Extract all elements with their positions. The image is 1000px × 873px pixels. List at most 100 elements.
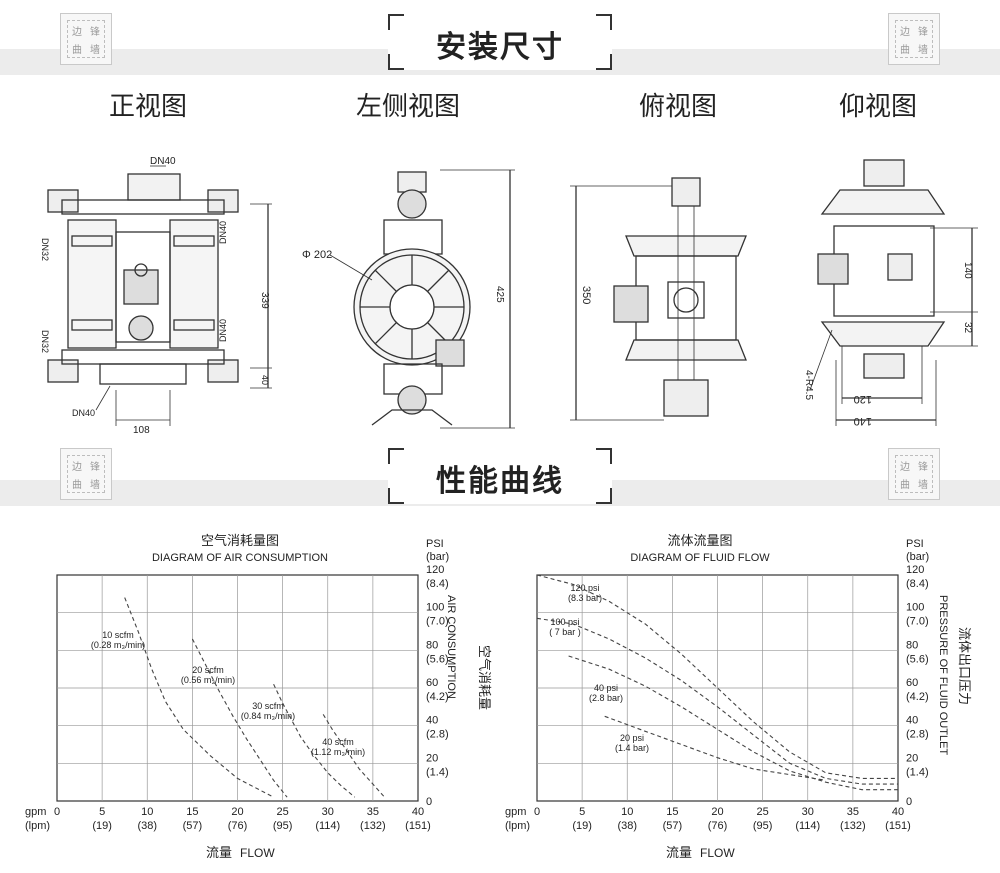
y-tick-label: 100 xyxy=(906,602,924,614)
x-tick-label: 5 xyxy=(99,806,105,818)
x-tick-label-lpm: (151) xyxy=(885,820,911,832)
series-label-sub: (0.84 m₃/min) xyxy=(241,711,295,721)
series-label-sub: ( 7 bar ) xyxy=(549,627,581,637)
decor-char: 边 xyxy=(900,461,910,473)
dim-bottom-w2: 140 xyxy=(854,415,872,427)
decor-char: 锋 xyxy=(90,26,100,38)
y-tick-label-bar: (1.4) xyxy=(426,766,449,778)
dim-bottom-holes: 4-R4.5 xyxy=(803,370,814,400)
y-tick-label: 60 xyxy=(426,677,438,689)
chart-title-cn: 空气消耗量图 xyxy=(201,533,279,548)
series-label: 120 psi xyxy=(570,583,599,593)
chart-title: DIAGRAM OF AIR CONSUMPTION xyxy=(152,552,328,564)
y-tick-label-bar: (7.0) xyxy=(426,616,449,628)
series-label-sub: (0.56 m₃/min) xyxy=(181,675,235,685)
dim-left-height: 425 xyxy=(494,286,505,303)
series-label: 40 scfm xyxy=(322,737,354,747)
bottom-view-drawing xyxy=(809,159,978,426)
x-axis-label: FLOW xyxy=(700,846,735,860)
decor-stamp-right-bottom: 边锋曲墙 xyxy=(888,448,940,500)
y-tick-label-bar: (8.4) xyxy=(426,578,449,590)
view-title-left: 左侧视图 xyxy=(355,92,460,122)
side-axis-label-cn: 空气消耗量 xyxy=(477,645,492,710)
decor-char: 边 xyxy=(72,461,82,473)
series-label-sub: (2.8 bar) xyxy=(589,693,623,703)
view-title-bottom: 仰视图 xyxy=(838,92,917,122)
frame-corner xyxy=(596,488,612,504)
dim-front-dn-top: DN40 xyxy=(150,156,176,167)
x-tick-label-lpm: (132) xyxy=(360,820,386,832)
x-unit-label: gpm xyxy=(505,806,526,818)
x-tick-label-lpm: (38) xyxy=(617,820,637,832)
x-tick-label: 5 xyxy=(579,806,585,818)
x-tick-label: 25 xyxy=(757,806,769,818)
decor-char: 曲 xyxy=(72,479,82,491)
side-axis-label: PRESSURE OF FLUID OUTLET xyxy=(937,595,949,755)
chart-title-cn: 流体流量图 xyxy=(667,533,732,548)
dim-front-dn-right-bottom: DN40 xyxy=(218,319,228,342)
x-tick-label-lpm: (38) xyxy=(137,820,157,832)
x-tick-label: 0 xyxy=(534,806,540,818)
series-label: 10 scfm xyxy=(102,630,134,640)
y-tick-label-bar: (4.2) xyxy=(426,691,449,703)
y-tick-label-bar: (5.6) xyxy=(426,653,449,665)
dim-left-diameter: Φ 202 xyxy=(302,249,332,261)
dim-front-dn-left-top: DN32 xyxy=(40,238,50,261)
decor-char: 锋 xyxy=(918,26,928,38)
decor-char: 墙 xyxy=(918,44,928,56)
dim-front-dn-right-top: DN40 xyxy=(218,221,228,244)
decor-char: 墙 xyxy=(918,479,928,491)
x-tick-label: 20 xyxy=(711,806,723,818)
dim-bottom-w1: 120 xyxy=(854,393,872,405)
decor-stamp-right-top: 边锋曲墙 xyxy=(888,13,940,65)
x-axis-label-cn: 流量 xyxy=(206,845,232,860)
x-tick-label: 30 xyxy=(802,806,814,818)
y-tick-label: 80 xyxy=(906,639,918,651)
x-tick-label-lpm: (151) xyxy=(405,820,431,832)
x-tick-label: 20 xyxy=(231,806,243,818)
side-axis-label-cn: 流体出口压力 xyxy=(957,627,972,705)
dim-front-base: 40 xyxy=(260,375,270,385)
front-view-drawing xyxy=(47,165,272,426)
x-tick-label-lpm: (57) xyxy=(183,820,203,832)
dim-front-height: 339 xyxy=(259,292,270,309)
decor-stamp-left-bottom: 边锋曲墙 xyxy=(60,448,112,500)
x-tick-label: 10 xyxy=(141,806,153,818)
x-tick-label-lpm: (19) xyxy=(572,820,592,832)
y-tick-label: 100 xyxy=(426,602,444,614)
series-label: 20 psi xyxy=(620,733,644,743)
section-title-install: 安装尺寸 xyxy=(436,30,564,65)
x-tick-label: 15 xyxy=(186,806,198,818)
x-unit-label: gpm xyxy=(25,806,46,818)
decor-char: 曲 xyxy=(900,44,910,56)
dim-front-dn-bottom: DN40 xyxy=(72,408,95,418)
frame-corner xyxy=(596,448,612,464)
series-label: 20 scfm xyxy=(192,665,224,675)
y-unit-label-bar: (bar) xyxy=(426,551,449,563)
y-tick-label: 20 xyxy=(906,752,918,764)
x-tick-label: 35 xyxy=(847,806,859,818)
y-unit-label: PSI xyxy=(426,538,444,550)
x-tick-label: 10 xyxy=(621,806,633,818)
y-tick-label: 40 xyxy=(426,715,438,727)
series-line xyxy=(536,617,898,785)
y-tick-label-bar: (4.2) xyxy=(906,691,929,703)
frame-corner xyxy=(388,448,404,464)
x-unit-label-lpm: (lpm) xyxy=(25,820,50,832)
y-unit-label: PSI xyxy=(906,538,924,550)
series-label: 40 psi xyxy=(594,683,618,693)
series-label-sub: (1.4 bar) xyxy=(615,743,649,753)
x-tick-label: 40 xyxy=(412,806,424,818)
title-frame-install xyxy=(388,14,612,70)
series-label: 30 scfm xyxy=(252,701,284,711)
decor-char: 曲 xyxy=(72,44,82,56)
series-label-sub: (8.3 bar) xyxy=(568,593,602,603)
y-tick-label-bar: (5.6) xyxy=(906,653,929,665)
series-line xyxy=(273,683,356,798)
section-title-performance: 性能曲线 xyxy=(436,464,564,499)
dim-bottom-h1: 140 xyxy=(962,262,973,279)
x-tick-label-lpm: (57) xyxy=(663,820,683,832)
decor-char: 边 xyxy=(72,26,82,38)
series-line xyxy=(604,715,826,781)
